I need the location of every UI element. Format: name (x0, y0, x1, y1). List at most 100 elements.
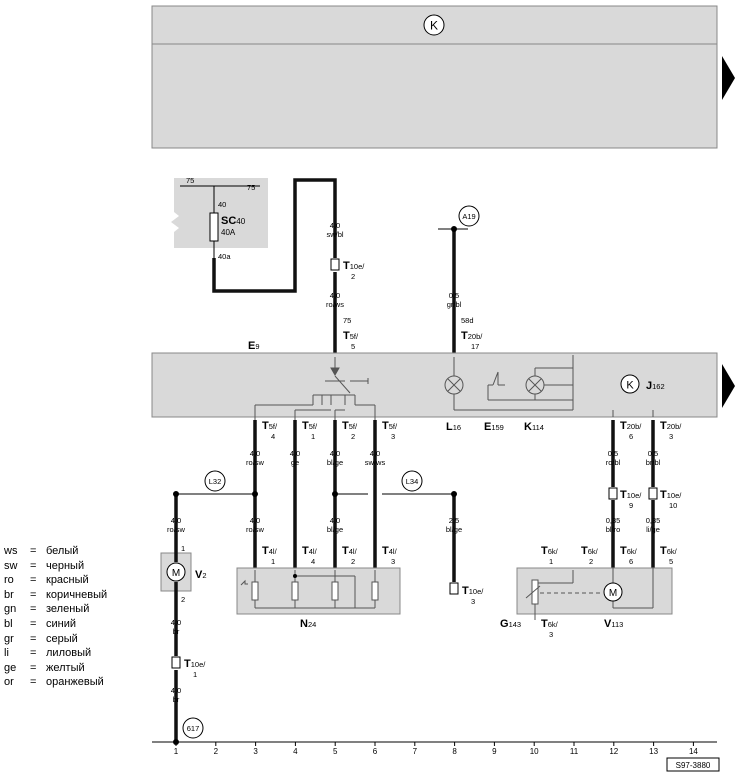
w5-b-color: bl/ge (327, 525, 343, 534)
t20b-6-name: T20b/ (620, 420, 642, 432)
legend-meaning: зеленый (46, 603, 90, 616)
n24-resistors (240, 570, 379, 609)
e9-label: E9 (248, 340, 260, 352)
legend-equals: = (30, 661, 37, 674)
ruler-number: 12 (609, 747, 618, 756)
w13-a-size: 0,5 (648, 449, 658, 458)
ruler-number: 6 (373, 747, 378, 756)
t6k-3-pin: 3 (549, 630, 553, 639)
legend-meaning: оранжевый (46, 676, 104, 689)
lamp-group (453, 355, 574, 411)
drawing-id-box (666, 757, 720, 772)
legend-abbr: gr (4, 632, 14, 645)
w4-size: 4,0 (290, 449, 300, 458)
w1-low-color: br (173, 627, 180, 636)
motor-v113-label: M (609, 588, 617, 599)
fuse-sc40-icon (209, 212, 219, 242)
t4l-3-pin: 3 (391, 557, 395, 566)
t4l-4-pin: 4 (311, 557, 315, 566)
ref-l32-label: L32 (209, 477, 222, 486)
junction (332, 491, 338, 497)
legend-abbr: ge (4, 661, 17, 674)
w1-low-size: 4,0 (171, 618, 181, 627)
legend-row: ws=белый (4, 544, 107, 559)
t6k-3-name: T6k/ (541, 618, 559, 630)
legend-meaning: синий (46, 617, 77, 630)
w1-bot-color: br (173, 695, 180, 704)
ruler-number: 10 (530, 747, 539, 756)
w13-b-color: li/ge (646, 525, 660, 534)
legend-row: ge = желтый (4, 661, 107, 676)
fuse-box (171, 178, 268, 248)
t20b-17-pin: 17 (471, 342, 479, 351)
t10e-1-pin: 1 (193, 670, 197, 679)
bus-label-left: 75 (186, 176, 194, 185)
fuse-out-pin: 40a (218, 252, 231, 261)
ruler-number: 13 (649, 747, 658, 756)
t10e-9-name: T10e/ (620, 489, 642, 501)
junction (173, 491, 179, 497)
junction (451, 491, 457, 497)
w3-a-color: ro/sw (246, 458, 265, 467)
ruler-number: 9 (492, 747, 497, 756)
t20b-17-name: T20b/ (461, 330, 483, 342)
ref-a19-icon (458, 205, 480, 227)
t5f-1-pin: 1 (311, 432, 315, 441)
w1-color: ro/sw (167, 525, 186, 534)
legend-row: ro=красный (4, 573, 107, 588)
l16-label: L16 (446, 421, 461, 433)
e9-switch (254, 357, 376, 420)
t10e-10-pin: 10 (669, 501, 677, 510)
continue-arrow-top-icon[interactable] (722, 56, 735, 100)
fuse-rating: 40A (221, 228, 236, 237)
legend-row: sw=черный (4, 559, 107, 574)
feed-wire (212, 178, 337, 293)
bus-label-right: 75 (247, 183, 255, 192)
ground-617-label: 617 (187, 724, 200, 733)
legend-meaning: лиловый (46, 647, 92, 660)
fuse-in-pin: 40 (218, 200, 226, 209)
w3-b-color: ro/sw (246, 525, 265, 534)
ruler-number: 5 (333, 747, 338, 756)
t5f-2-name: T5f/ (342, 420, 358, 432)
connector-icon (449, 582, 459, 595)
t4l-3-name: T4l/ (382, 545, 398, 557)
w5-a-size: 4,0 (330, 449, 340, 458)
legend-row: li=лиловый (4, 646, 107, 661)
ruler-number: 3 (253, 747, 258, 756)
t10e-2-pin: 2 (351, 272, 355, 281)
legend-meaning: желтый (46, 661, 85, 674)
t5f-1-name: T5f/ (302, 420, 318, 432)
connector-icon (330, 258, 340, 271)
legend-abbr: or (4, 676, 14, 689)
v2-pin-top: 1 (181, 544, 185, 553)
w5-top-size: 4,0 (330, 221, 340, 230)
fuse-name: SC40 (221, 215, 246, 227)
g143-label: G143 (500, 618, 521, 630)
t6k-2-name: T6k/ (581, 545, 599, 557)
t6k-5-name: T6k/ (660, 545, 678, 557)
motor-v113-icon (603, 582, 623, 602)
legend-meaning: белый (46, 545, 79, 557)
continue-arrow-mid-icon[interactable] (722, 364, 735, 408)
legend-row: gr=серый (4, 632, 107, 647)
t10e-9-pin: 9 (629, 501, 633, 510)
w5-a-color: bl/ge (327, 458, 343, 467)
t4l-2-pin: 2 (351, 557, 355, 566)
v2-label: V2 (195, 569, 207, 581)
legend-meaning: черный (46, 559, 85, 572)
w12-a-size: 0,5 (608, 449, 618, 458)
t20b-17-pin-top: 58d (461, 316, 474, 325)
ref-a19-label: A19 (462, 212, 475, 221)
legend-equals: = (30, 574, 37, 587)
w5-mid-color: ro/ws (326, 300, 344, 309)
w8-top-color: gr/bl (447, 300, 462, 309)
legend-equals: = (30, 647, 37, 660)
w8-size: 2,5 (449, 516, 459, 525)
j162-k-label: K (626, 380, 634, 392)
t4l-4-name: T4l/ (302, 545, 318, 557)
motor-v2-icon (166, 562, 186, 582)
legend-equals: = (30, 603, 37, 616)
legend-row: or=оранжевый (4, 675, 107, 690)
